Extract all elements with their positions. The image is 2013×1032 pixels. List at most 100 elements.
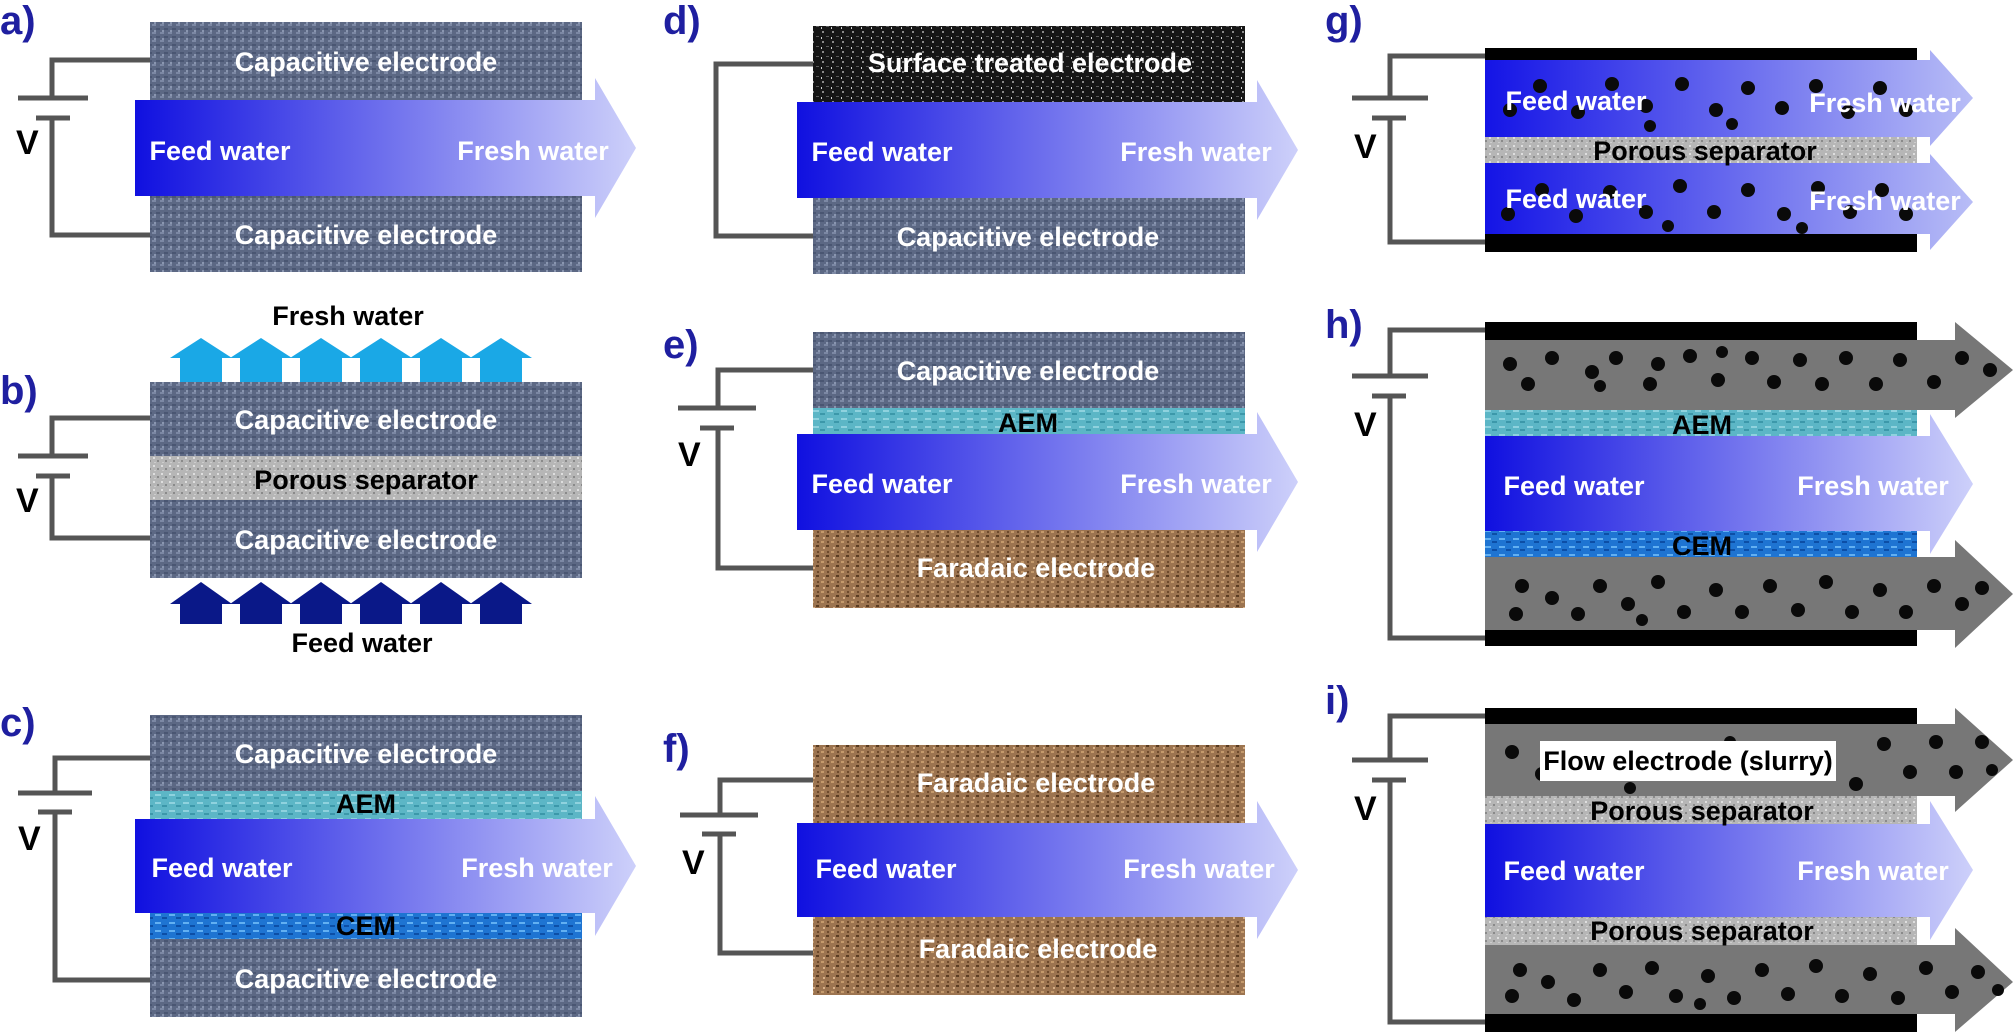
porous-separator-upper <box>1485 796 1917 824</box>
voltage-label: V <box>1354 406 1377 444</box>
flow-arrow <box>1485 801 1973 940</box>
flow-arrow <box>1485 414 1973 554</box>
flow-arrow-lower <box>1485 154 1973 250</box>
panel-f-label: f) <box>663 727 690 771</box>
capacitive-electrode-top-label: Capacitive electrode <box>235 405 498 435</box>
flow-electrode-slurry-label: Flow electrode (slurry) <box>1543 746 1833 776</box>
voltage-label: V <box>1354 790 1377 828</box>
feed-water-label: Feed water <box>1503 856 1645 886</box>
panel-e: e) V Capacitive electrode AEM Feed water… <box>663 323 1298 608</box>
circuit-wire <box>1387 713 1485 1025</box>
panel-a: a) V Capacitive electrode Feed water Fre… <box>0 0 636 272</box>
capacitive-electrode-top-label: Capacitive electrode <box>897 356 1160 386</box>
fresh-water-label: Fresh water <box>461 853 613 883</box>
current-collector-bottom <box>1485 1014 1917 1032</box>
capacitive-electrode-bottom-label: Capacitive electrode <box>235 525 498 555</box>
fresh-water-label: Fresh water <box>1123 854 1275 884</box>
capacitive-electrode-top <box>150 715 582 791</box>
current-collector-top <box>1485 708 1917 724</box>
aem-label: AEM <box>1672 410 1732 440</box>
panel-h: h) V AEM Feed water <box>1325 303 2013 648</box>
circuit-wire <box>715 367 813 571</box>
flow-arrow <box>135 796 636 936</box>
voltage-label: V <box>1354 128 1377 166</box>
current-collector-bottom <box>1485 234 1917 252</box>
capacitive-electrode-bottom <box>813 196 1245 274</box>
capacitive-electrode-bottom <box>150 192 582 272</box>
fresh-water-label: Fresh water <box>1120 469 1272 499</box>
fresh-water-label: Fresh water <box>1120 137 1272 167</box>
slurry-label-box <box>1540 741 1836 781</box>
voltage-label: V <box>678 436 701 474</box>
fresh-water-arrows <box>170 338 532 382</box>
surface-treated-electrode <box>813 26 1245 102</box>
panel-b: b) Fresh water Feed water V Capacitive e… <box>0 301 582 658</box>
surface-treated-electrode-label: Surface treated electrode <box>868 48 1192 78</box>
fresh-water-label: Fresh water <box>1797 856 1949 886</box>
feed-water-label: Feed water <box>811 469 953 499</box>
aem-membrane <box>150 791 582 819</box>
slurry-channel-lower <box>1485 928 2013 1032</box>
flow-arrow <box>797 801 1298 939</box>
capacitive-electrode-top <box>150 22 582 100</box>
circuit-wire <box>717 777 813 956</box>
porous-separator-upper-label: Porous separator <box>1590 796 1814 826</box>
aem-membrane <box>813 408 1245 434</box>
slurry-channel-lower <box>1485 540 2013 648</box>
capacitive-electrode-top <box>813 332 1245 408</box>
porous-separator <box>150 456 582 500</box>
panel-f: f) V Faradaic electrode Feed water Fresh… <box>663 727 1298 995</box>
carbon-particles-lower <box>1509 575 1989 626</box>
feed-water-label: Feed water <box>1503 471 1645 501</box>
faradaic-electrode-bottom <box>813 530 1245 608</box>
panel-c: c) V Capacitive electrode AEM Feed water… <box>0 701 636 1017</box>
fresh-water-label: Fresh water <box>457 136 609 166</box>
aem-label: AEM <box>998 408 1058 438</box>
capacitive-electrode-bottom-label: Capacitive electrode <box>897 222 1160 252</box>
circuit-wire <box>1387 327 1485 641</box>
capacitive-electrode-bottom-label: Capacitive electrode <box>235 964 498 994</box>
porous-separator <box>1485 137 1917 163</box>
flow-arrow-upper <box>1485 50 1973 146</box>
fresh-water-label: Fresh water <box>1797 471 1949 501</box>
voltage-label: V <box>16 482 39 520</box>
cem-membrane <box>1485 531 1917 557</box>
capacitive-electrode-top-label: Capacitive electrode <box>235 47 498 77</box>
porous-separator-lower <box>1485 917 1917 945</box>
carbon-particles-upper <box>1503 77 1913 132</box>
capacitive-electrode-bottom <box>150 939 582 1017</box>
feed-water-label: Feed water <box>811 137 953 167</box>
faradaic-electrode-top <box>813 745 1245 823</box>
voltage-label: V <box>18 820 41 858</box>
cem-label: CEM <box>336 911 396 941</box>
fresh-water-caption: Fresh water <box>272 301 424 331</box>
porous-separator-label: Porous separator <box>1593 136 1817 166</box>
feed-water-label: Feed water <box>151 853 293 883</box>
faradaic-electrode-bottom-label: Faradaic electrode <box>919 934 1158 964</box>
cem-membrane <box>150 913 582 939</box>
voltage-label: V <box>682 844 705 882</box>
panel-b-label: b) <box>0 369 38 413</box>
faradaic-electrode-bottom <box>813 917 1245 995</box>
panel-g: g) V Feed water Fresh water Porous separ… <box>1325 0 1973 252</box>
faradaic-electrode-bottom-label: Faradaic electrode <box>917 553 1156 583</box>
fresh-water-label-upper: Fresh water <box>1809 88 1961 118</box>
panel-h-label: h) <box>1325 303 1363 347</box>
current-collector-top <box>1485 322 1917 340</box>
feed-water-caption: Feed water <box>291 628 433 658</box>
current-collector-top <box>1485 48 1917 60</box>
carbon-particles-upper <box>1503 346 1997 392</box>
panel-d: d) Surface treated electrode Feed water … <box>663 0 1298 274</box>
panel-i-label: i) <box>1325 679 1349 723</box>
capacitive-electrode-bottom-label: Capacitive electrode <box>235 220 498 250</box>
panel-d-label: d) <box>663 0 701 43</box>
feed-water-arrows <box>170 582 532 624</box>
slurry-channel-upper <box>1485 322 2013 418</box>
circuit-wire <box>713 61 813 239</box>
porous-separator-label: Porous separator <box>254 465 478 495</box>
capacitive-electrode-top <box>150 382 582 456</box>
aem-membrane <box>1485 410 1917 436</box>
feed-water-label: Feed water <box>149 136 291 166</box>
